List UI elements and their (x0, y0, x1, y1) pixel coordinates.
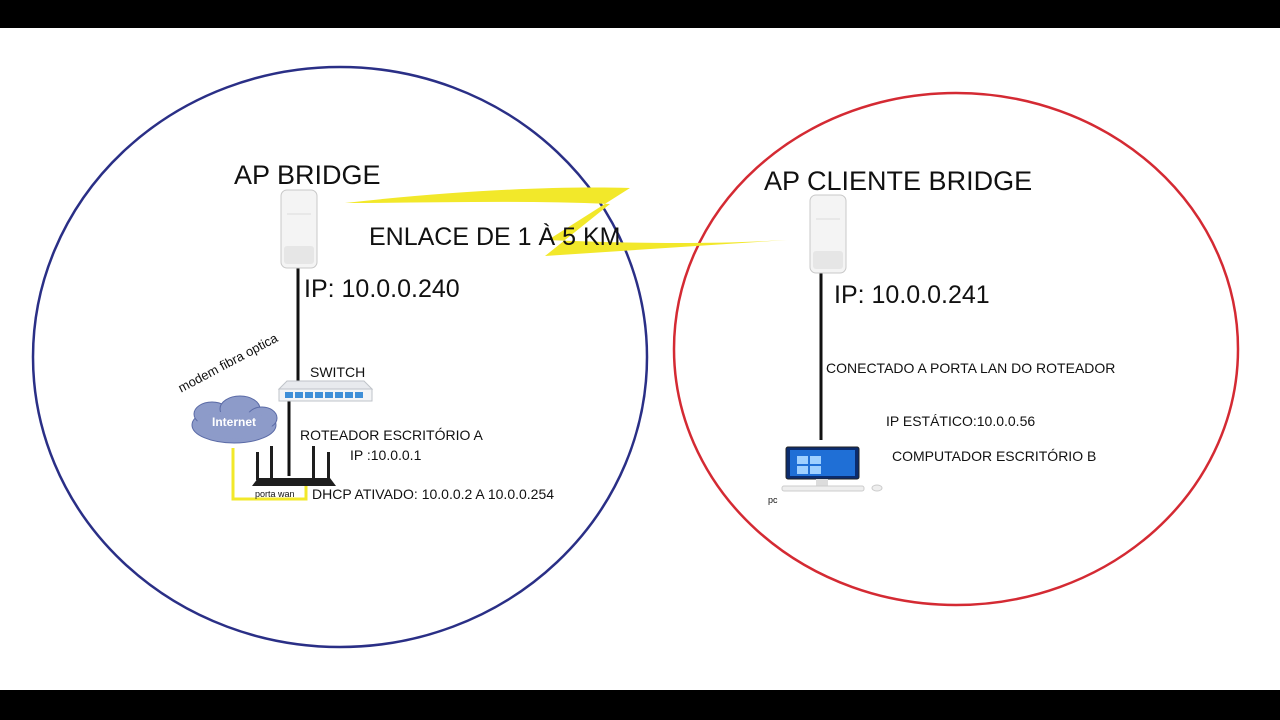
switch-label: SWITCH (310, 364, 366, 380)
internet-cloud-icon (191, 395, 278, 444)
dhcp-range: DHCP ATIVADO: 10.0.0.2 A 10.0.0.254 (312, 486, 555, 502)
switch-icon (277, 380, 374, 402)
pc-caption: pc (768, 495, 778, 505)
right-site-circle (672, 91, 1240, 607)
computer-icon (781, 446, 883, 492)
ap-bridge-ip: IP: 10.0.0.240 (304, 275, 460, 303)
wireless-link-bolt (345, 187, 787, 256)
left-site-circle (31, 65, 649, 649)
computer-label: COMPUTADOR ESCRITÓRIO B (892, 448, 1097, 464)
ap-bridge-device-icon (280, 189, 318, 269)
wan-cable (231, 448, 308, 501)
wan-port-label: porta wan (255, 489, 295, 499)
router-icon (252, 446, 336, 486)
ap-bridge-title: AP BRIDGE (234, 160, 381, 190)
router-ip: IP :10.0.0.1 (350, 447, 422, 463)
connection-note: CONECTADO A PORTA LAN DO ROTEADOR (826, 360, 1116, 376)
ap-client-bridge-ip: IP: 10.0.0.241 (834, 281, 990, 309)
static-ip-label: IP ESTÁTICO:10.0.0.56 (886, 413, 1036, 429)
ap-client-bridge-device-icon (809, 194, 847, 274)
router-label: ROTEADOR ESCRITÓRIO A (300, 427, 483, 443)
link-distance-label: ENLACE DE 1 À 5 KM (369, 223, 621, 251)
ap-client-bridge-title: AP CLIENTE BRIDGE (764, 166, 1033, 196)
internet-cloud-label: Internet (212, 415, 257, 429)
canvas-background (0, 28, 1280, 690)
